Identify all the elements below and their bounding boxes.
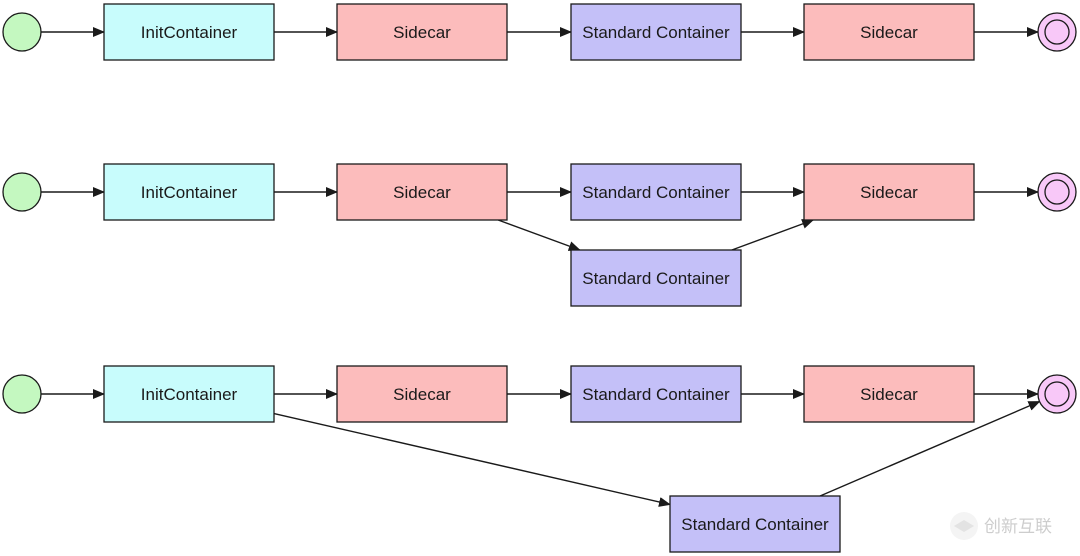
standard-box: [570, 249, 742, 307]
standard-node-row1-std1: Standard Container: [570, 3, 742, 61]
end-inner-ring-icon: [1044, 179, 1070, 205]
standard-node-row3-std2: Standard Container: [669, 495, 841, 553]
arrow-row2-std2-to-sidecar2: [731, 219, 815, 251]
arrow-row2-sidecar1-to-std2: [497, 219, 581, 251]
start-circle-icon: [2, 12, 42, 52]
sidecar-label: Sidecar: [393, 385, 451, 404]
standard-label: Standard Container: [582, 269, 730, 288]
standard-node-row3-std1: Standard Container: [570, 365, 742, 423]
sidecar-box: [803, 3, 975, 61]
start-circle-icon: [2, 374, 42, 414]
sidecar-label: Sidecar: [860, 385, 918, 404]
init-label: InitContainer: [141, 23, 238, 42]
sidecar-node-row2-sidecar1: Sidecar: [336, 163, 508, 221]
sidecar-node-row2-sidecar2: Sidecar: [803, 163, 975, 221]
init-box: [103, 163, 275, 221]
end-inner-ring-icon: [1044, 381, 1070, 407]
start-node-row1: [2, 12, 42, 52]
standard-box: [570, 3, 742, 61]
watermark-text: 创新互联: [984, 517, 1052, 537]
sidecar-node-row1-sidecar1: Sidecar: [336, 3, 508, 61]
end-node-row2: [1037, 172, 1077, 212]
init-node-row2-init: InitContainer: [103, 163, 275, 221]
start-node-row3: [2, 374, 42, 414]
init-box: [103, 3, 275, 61]
standard-label: Standard Container: [681, 515, 829, 534]
start-circle-icon: [2, 172, 42, 212]
standard-label: Standard Container: [582, 183, 730, 202]
end-inner-ring-icon: [1044, 19, 1070, 45]
sidecar-box: [336, 365, 508, 423]
init-node-row3-init: InitContainer: [103, 365, 275, 423]
start-node-row2: [2, 172, 42, 212]
sidecar-node-row1-sidecar2: Sidecar: [803, 3, 975, 61]
standard-box: [669, 495, 841, 553]
arrow-row3-init-to-std2: [273, 412, 671, 507]
init-label: InitContainer: [141, 385, 238, 404]
sidecar-box: [803, 163, 975, 221]
sidecar-box: [336, 3, 508, 61]
sidecar-box: [803, 365, 975, 423]
init-box: [103, 365, 275, 423]
end-node-row3: [1037, 374, 1077, 414]
sidecar-node-row3-sidecar1: Sidecar: [336, 365, 508, 423]
watermark: 创新互联: [950, 512, 1052, 540]
standard-node-row2-std2: Standard Container: [570, 249, 742, 307]
standard-box: [570, 365, 742, 423]
end-node-row1: [1037, 12, 1077, 52]
sidecar-box: [336, 163, 508, 221]
sidecar-label: Sidecar: [393, 23, 451, 42]
standard-label: Standard Container: [582, 385, 730, 404]
sidecar-node-row3-sidecar2: Sidecar: [803, 365, 975, 423]
arrow-row3-std2-to-end: [819, 400, 1041, 497]
standard-label: Standard Container: [582, 23, 730, 42]
sidecar-label: Sidecar: [393, 183, 451, 202]
init-node-row1-init: InitContainer: [103, 3, 275, 61]
standard-box: [570, 163, 742, 221]
end-circle-icon: [1037, 172, 1077, 212]
standard-node-row2-std1: Standard Container: [570, 163, 742, 221]
init-label: InitContainer: [141, 183, 238, 202]
sidecar-label: Sidecar: [860, 183, 918, 202]
sidecar-label: Sidecar: [860, 23, 918, 42]
end-circle-icon: [1037, 12, 1077, 52]
end-circle-icon: [1037, 374, 1077, 414]
